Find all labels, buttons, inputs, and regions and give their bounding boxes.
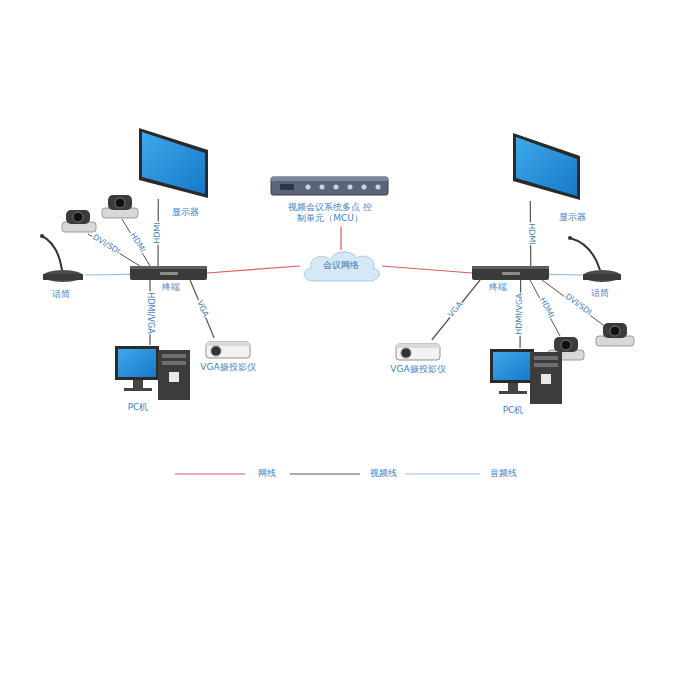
- node-label: VGA摄投影仪: [390, 364, 445, 375]
- legend-text: 视频线: [370, 468, 397, 479]
- camera-right-2: [596, 323, 634, 346]
- node-label: VGA摄投影仪: [200, 362, 255, 373]
- projector-left: [206, 342, 250, 358]
- terminal-left: [130, 266, 207, 280]
- display-node: 显示器: [513, 133, 581, 201]
- node-label: 会议网络: [323, 260, 359, 271]
- microphone-node: 话筒: [40, 232, 85, 282]
- node-label: PC机: [503, 405, 524, 416]
- node-label: 终端: [162, 282, 180, 293]
- display-right: [513, 133, 580, 200]
- connector: [207, 266, 300, 273]
- node-label: 话筒: [591, 288, 609, 299]
- edge-label: HDMI: [154, 221, 163, 244]
- connector: [432, 280, 480, 340]
- connector: [382, 266, 472, 273]
- node-label: PC机: [128, 402, 149, 413]
- pc-right: [490, 349, 562, 404]
- legend-text: 音频线: [490, 468, 517, 479]
- mcu-node: 视频会议系统多点 控制单元（MCU）: [270, 175, 390, 227]
- network-cloud: 会议网络: [300, 250, 382, 282]
- projector-node: VGA摄投影仪: [395, 340, 441, 362]
- connector: [85, 274, 130, 276]
- signal-label: DVI/SDI: [90, 233, 122, 257]
- edge-label: HDMI/VGA: [146, 291, 155, 334]
- signal-label: HDMI: [127, 231, 147, 256]
- pc-node: PC机: [115, 345, 190, 400]
- legend-samples: [175, 474, 480, 475]
- pc-left: [115, 346, 190, 400]
- camera-left-1: [62, 210, 96, 232]
- display-node: 显示器: [138, 128, 209, 199]
- terminal-right: [472, 266, 549, 280]
- node-label: 视频会议系统多点 控制单元（MCU）: [288, 202, 372, 225]
- camera-left-2: [102, 195, 138, 218]
- connector: [190, 280, 214, 338]
- pc-node: PC机: [490, 348, 562, 405]
- microphone-node: 话筒: [582, 232, 622, 282]
- node-label: 终端: [489, 282, 507, 293]
- microphone-left: [40, 234, 83, 282]
- camera-wires: [88, 219, 610, 336]
- cloud-outline: [304, 252, 379, 281]
- node-label: 显示器: [172, 207, 199, 218]
- connector: [549, 274, 582, 276]
- edge-label: HDMI: [526, 222, 535, 246]
- display-left: [139, 128, 208, 198]
- projector-node: VGA摄投影仪: [205, 338, 251, 360]
- edge-label: VGA: [447, 300, 466, 320]
- signal-label: HDMI: [537, 296, 556, 321]
- mcu-device: [271, 177, 388, 195]
- terminal-node: 终端: [472, 266, 549, 280]
- edge-label: VGA: [194, 298, 209, 319]
- terminal-node: 终端: [130, 266, 207, 280]
- projector-right: [396, 344, 440, 360]
- node-label: 话筒: [52, 289, 70, 300]
- node-label: 显示器: [559, 212, 586, 223]
- signal-label: DVI/SDI: [562, 292, 593, 318]
- legend-text: 网线: [258, 468, 276, 479]
- edge-label: HDMI/VGA: [516, 292, 525, 335]
- connector: [340, 227, 341, 251]
